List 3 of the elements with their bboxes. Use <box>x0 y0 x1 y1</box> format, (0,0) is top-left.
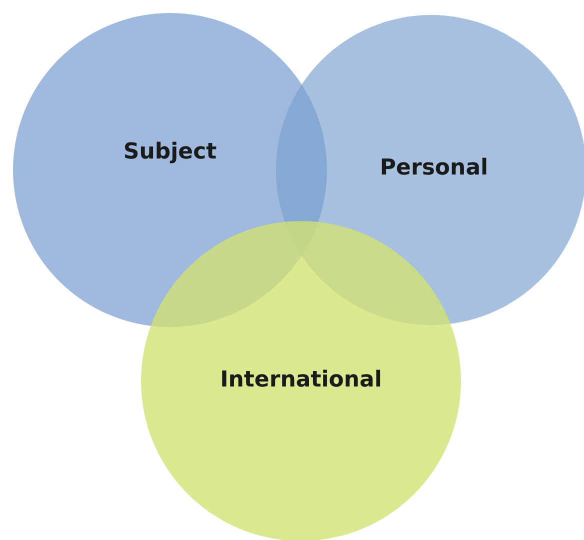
circle-label: Personal <box>380 156 488 180</box>
circle-label: Subject <box>123 140 217 164</box>
circle-label: International <box>220 368 382 392</box>
